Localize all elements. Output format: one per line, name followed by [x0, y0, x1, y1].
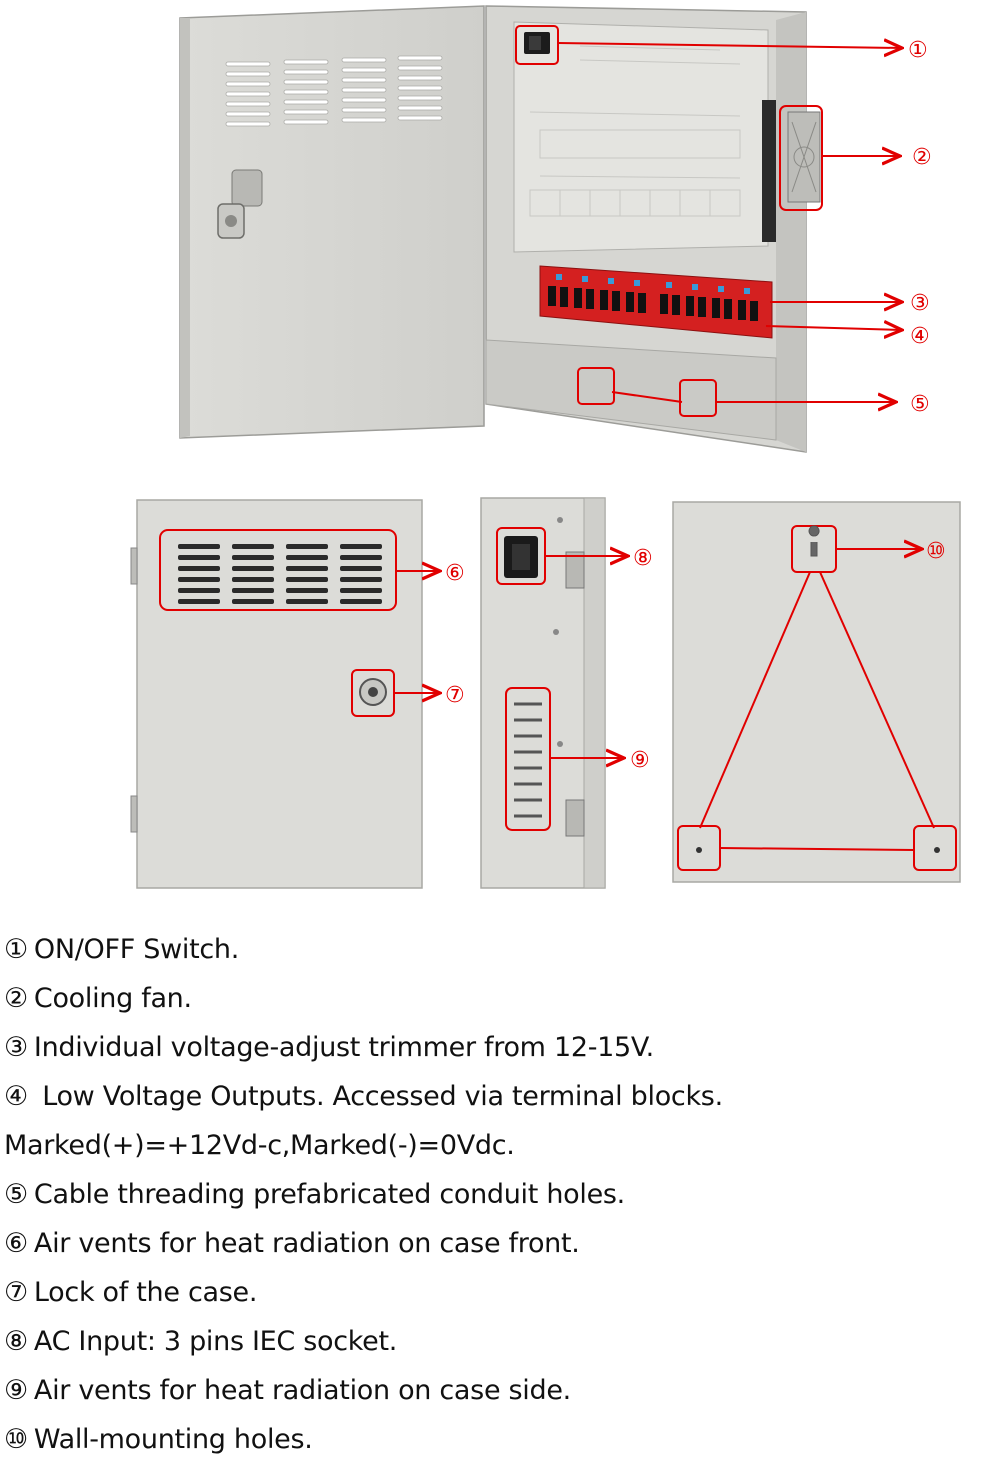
door-lock	[217, 169, 263, 239]
callout-8: ⑧	[633, 546, 653, 571]
side-vents	[514, 702, 542, 818]
side-view: ⑧ ⑨	[480, 497, 653, 889]
product-diagram: ① ② ③ ④ ⑤ ⑥ ⑦	[130, 5, 961, 889]
front-view: ⑥ ⑦	[130, 499, 465, 889]
callout-9: ⑨	[630, 748, 650, 773]
keyhole-mount	[808, 525, 820, 557]
terminal-blocks	[548, 286, 758, 321]
conduit-hole-right	[679, 379, 717, 417]
door-vents	[225, 55, 443, 127]
legend-item: ④ Low Voltage Outputs. Accessed via term…	[4, 1081, 732, 1161]
callout-4: ④	[910, 324, 930, 349]
callout-2: ②	[912, 145, 932, 170]
callout-1: ①	[908, 38, 928, 63]
callout-6: ⑥	[445, 561, 465, 586]
callout-10: ⑩	[926, 539, 946, 564]
callout-3: ③	[910, 291, 930, 316]
back-view: ⑩	[672, 501, 961, 883]
conduit-hole-left	[577, 367, 615, 405]
terminal-board	[539, 265, 773, 339]
callout-7: ⑦	[445, 683, 465, 708]
callout-5: ⑤	[910, 392, 930, 417]
open-case-view: ① ② ③ ④ ⑤	[179, 5, 932, 453]
front-vents	[178, 544, 382, 604]
inner-panel	[513, 21, 769, 253]
front-lock	[359, 678, 387, 706]
